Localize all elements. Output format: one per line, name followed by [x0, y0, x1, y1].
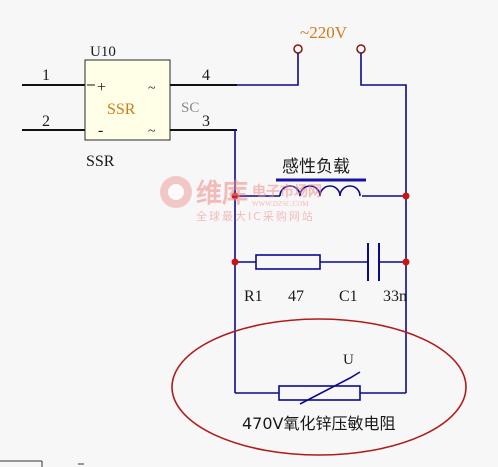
wire-pin-3-down — [234, 129, 237, 393]
watermark-tagline: 全球最大IC采购网站 — [196, 209, 315, 223]
bottom-fragments — [0, 460, 84, 467]
ssr-type-label: SSR — [86, 153, 115, 170]
wire-supply-left — [237, 53, 299, 86]
circuit-wires — [234, 53, 407, 394]
junction-rc-right — [402, 258, 410, 266]
pin-1-label: 1 — [42, 67, 50, 84]
supply-label: ~220V — [300, 23, 348, 42]
watermark-brand-2: 电子市场网 — [252, 183, 322, 200]
varistor-body — [278, 385, 361, 401]
ssr-body-label: SSR — [107, 101, 136, 118]
inductor-coil — [279, 185, 361, 197]
ssr-tilde-bottom: ~ — [148, 124, 156, 139]
junction-load-right — [402, 192, 410, 200]
varistor: U 470V氧化锌压敏电阻 — [242, 352, 396, 433]
capacitor-value-label: 33n — [383, 288, 407, 305]
resistor-ref-label: R1 — [244, 288, 263, 305]
pin-3-label: 3 — [202, 113, 210, 130]
junction-rc-left — [231, 258, 239, 266]
capacitor-ref-label: C1 — [339, 288, 358, 305]
resistor-r1: R1 47 — [244, 254, 321, 305]
varistor-ref-label: U — [343, 352, 354, 368]
varistor-slash — [299, 371, 361, 405]
capacitor-c1: C1 33n — [339, 243, 407, 305]
ssr-ref-label: U10 — [90, 44, 116, 60]
watermark-logo-inner — [168, 184, 184, 200]
watermark-brand: 维库 — [196, 178, 248, 209]
inductive-load: 感性负载 — [276, 157, 366, 197]
varistor-label: 470V氧化锌压敏电阻 — [242, 414, 396, 433]
ssr-component: U10 + - ~ ~ SSR SSR SC — [84, 44, 199, 170]
ssr-tilde-top: ~ — [148, 81, 156, 96]
pin-numbers: 1 2 4 3 — [42, 67, 210, 130]
supply-terminals: ~220V — [293, 23, 366, 54]
ssr-pin-plus: + — [97, 79, 106, 96]
ssr-pin-minus: - — [98, 122, 103, 139]
load-label: 感性负载 — [282, 157, 350, 177]
supply-terminal-left — [293, 44, 303, 54]
junction-load-left — [231, 192, 239, 200]
ssr-value-label: SC — [181, 100, 199, 116]
wire-supply-right — [360, 53, 407, 393]
ssr-body — [84, 59, 171, 141]
pin-2-label: 2 — [42, 113, 50, 130]
input-wires — [22, 84, 85, 131]
output-pin-wires — [170, 84, 237, 131]
watermark: 维库 电子市场网 WWW.DZSC.COM 全球最大IC采购网站 — [160, 176, 322, 223]
watermark-url: WWW.DZSC.COM — [252, 200, 309, 208]
pin-4-label: 4 — [202, 67, 210, 84]
junctions — [231, 192, 410, 266]
resistor-body — [255, 254, 321, 270]
supply-terminal-right — [356, 44, 366, 54]
varistor-highlight-ellipse — [171, 318, 467, 456]
resistor-value-label: 47 — [288, 288, 304, 305]
